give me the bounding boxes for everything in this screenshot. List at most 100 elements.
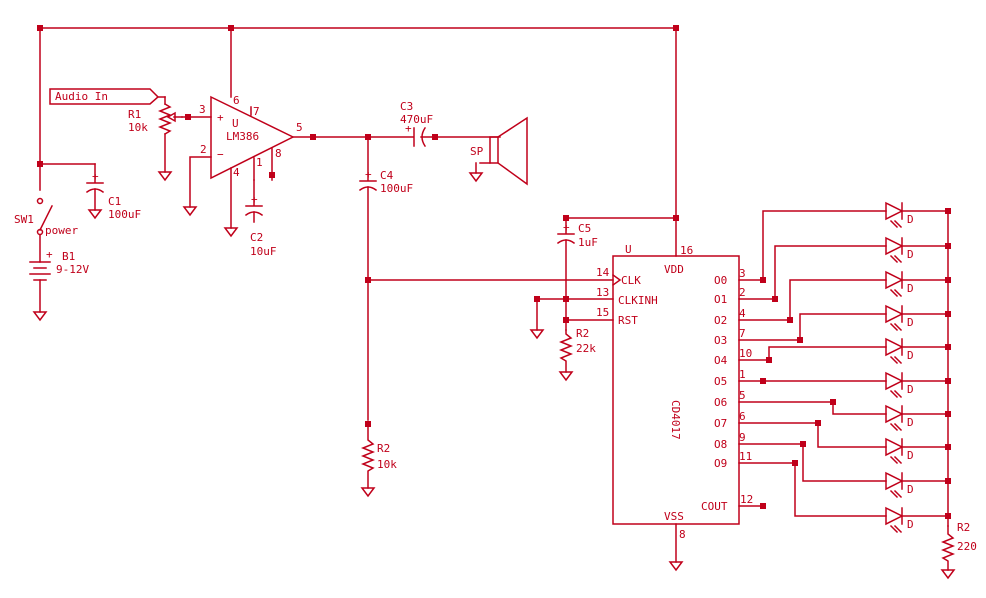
led-feed-wire [774,245,887,300]
svg-text:7: 7 [253,105,260,118]
junction-dot [673,25,679,31]
audio-in-label: Audio In [55,90,108,103]
speaker-cone [496,116,528,186]
output-label: O7 [714,417,727,430]
cout-label: COUT [701,500,728,513]
led-label: D [907,518,914,531]
output-pin: 11 [739,450,752,463]
r1-name: R1 [128,108,141,121]
audio-in-port: Audio In [49,88,166,105]
led-icon [885,236,904,256]
svg-text:+: + [46,248,53,261]
amp-triangle [210,95,295,180]
b1-name: B1 [62,250,75,263]
output-pin: 3 [739,267,746,280]
junction-dot [228,25,234,31]
svg-text:2: 2 [200,143,207,156]
c3-name: C3 [400,100,413,113]
c2-name: C2 [250,231,263,244]
output-pin: 1 [739,368,746,381]
output-pin: 5 [739,389,746,402]
r1-value: 10k [128,121,148,134]
vss-label: VSS [664,510,684,523]
led-label: D [907,483,914,496]
output-label: O1 [714,293,727,306]
junction-dot [185,114,191,120]
led-label: D [907,449,914,462]
svg-text:6: 6 [233,94,240,107]
sw1-label: power [45,224,78,237]
vss-pin: 8 [679,528,686,541]
led-label: D [907,213,914,226]
led-diode: D [885,201,951,229]
led-diode: D [885,371,951,399]
c1-name: C1 [108,195,121,208]
output-stage [292,134,414,140]
led-diode: D [885,437,951,465]
output-label: O8 [714,438,727,451]
svg-text:+: + [217,111,224,124]
capacitor-c5: + C5 1uF [556,215,679,331]
led-diode: D [885,404,951,432]
clkinh-label: CLKINH [618,294,658,307]
svg-text:1: 1 [256,156,263,169]
output-label: O5 [714,375,727,388]
output-label: O2 [714,314,727,327]
output-pin: 4 [739,307,746,320]
junction-dot [365,277,371,283]
switch-sw1: SW1 power [14,197,78,237]
led-feed-wire [768,346,887,361]
r2-clk-name: R2 [377,442,390,455]
counter-cd4017: U 16 VDD VSS 8 CD4017 CLK 14 CLKINH 13 R… [596,217,766,572]
resistor-r2-22k: R2 22k [558,317,614,382]
svg-text:+: + [563,221,570,234]
speaker-icon [489,136,499,164]
c5-value: 1uF [578,236,598,249]
vdd-label: VDD [664,263,684,276]
svg-text:3: 3 [199,103,206,116]
led-label: D [907,383,914,396]
clk-pin: 14 [596,266,610,279]
led-label: D [907,416,914,429]
output-label: O3 [714,334,727,347]
led-label: D [907,349,914,362]
amp-part: LM386 [226,130,259,143]
output-label: O9 [714,457,727,470]
junction-dot [310,134,316,140]
r2-inh-value: 22k [576,342,596,355]
clkinh-ground [529,296,614,340]
led-feed-wire [817,422,887,448]
speaker-name: SP [470,145,484,158]
svg-text:5: 5 [296,121,303,134]
led-diode: D [885,337,951,365]
sw1-name: SW1 [14,213,34,226]
output-pin: 10 [739,347,752,360]
led-diode: D [885,471,951,499]
output-label: O0 [714,274,727,287]
led-feed-wire [832,401,887,415]
battery-b1: + B1 9-12V [29,234,89,322]
r2-inh-name: R2 [576,327,589,340]
junction-dot [37,161,43,167]
svg-text:−: − [217,148,224,161]
capacitor-c3: + C3 470uF [400,100,501,148]
r2-clk-value: 10k [377,458,397,471]
c3-value: 470uF [400,113,433,126]
led-icon [885,437,904,457]
r2-led-value: 220 [957,540,977,553]
c1-value: 100uF [108,208,141,221]
resistor-r2-220: R2 220 [940,210,977,580]
amplifier-lm386: + − U LM386 3 2 6 7 4 1 8 5 [182,94,303,238]
c5-name: C5 [578,222,591,235]
led-feed-wire [789,279,887,321]
led-diode: D [885,236,951,264]
led-icon [885,471,904,491]
supply-rail [37,25,679,219]
b1-value: 9-12V [56,263,89,276]
clkinh-pin: 13 [596,286,609,299]
output-pin: 9 [739,431,746,444]
svg-text:+: + [365,168,372,181]
svg-text:8: 8 [275,147,282,160]
